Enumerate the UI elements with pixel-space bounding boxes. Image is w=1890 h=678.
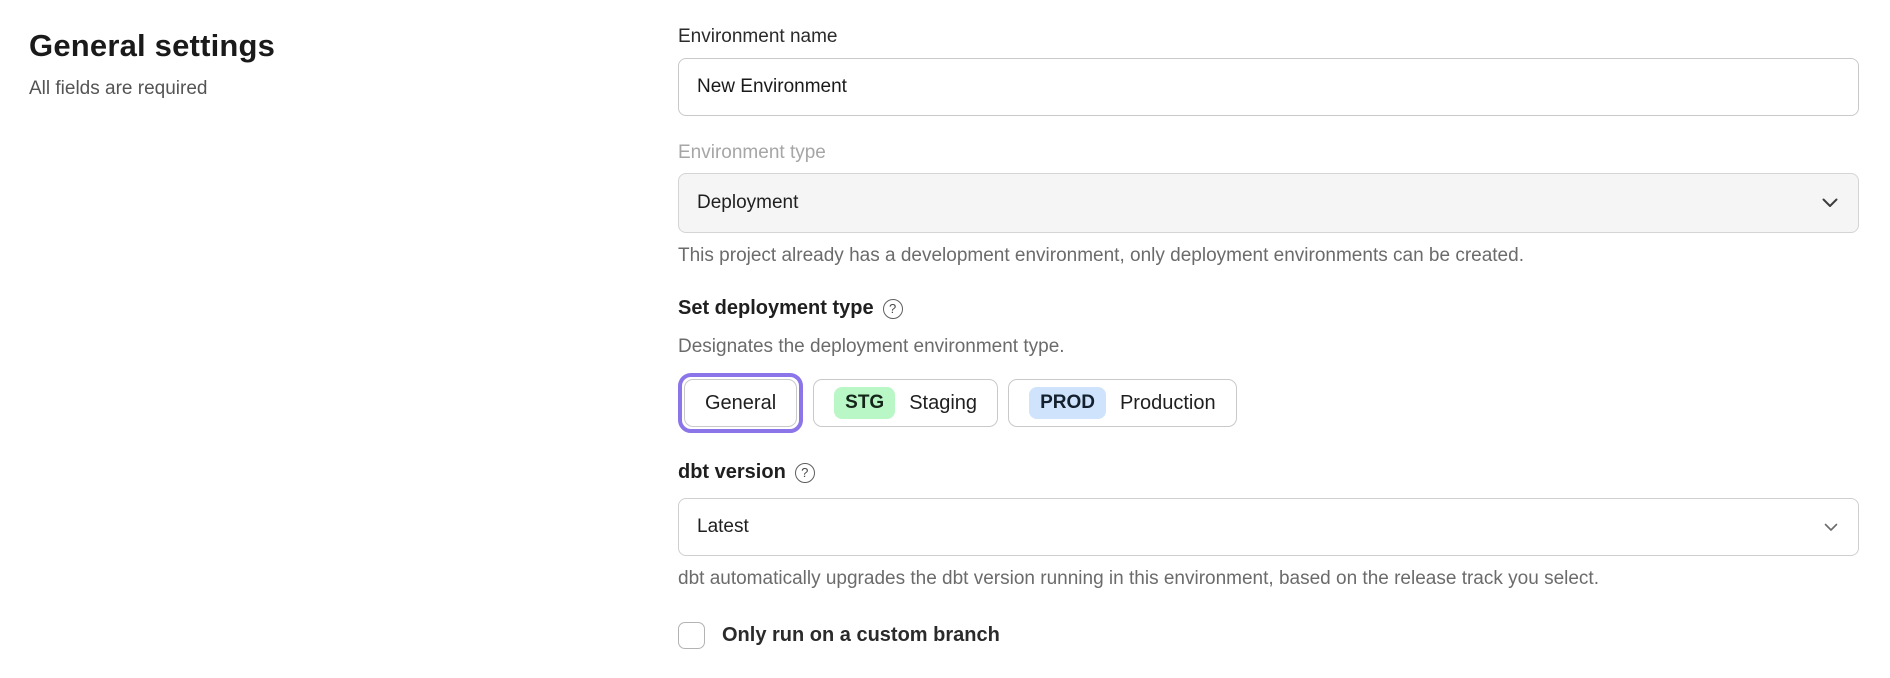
deployment-type-staging-button[interactable]: STG Staging xyxy=(813,379,999,427)
chevron-down-icon xyxy=(1824,523,1838,532)
custom-branch-checkbox[interactable] xyxy=(678,622,705,649)
page-subtitle: All fields are required xyxy=(29,78,208,99)
dbt-version-heading-label: dbt version xyxy=(678,461,786,483)
dbt-version-heading: dbt version ? xyxy=(678,461,1859,484)
environment-type-select[interactable]: Deployment xyxy=(678,173,1859,233)
dbt-version-value: Latest xyxy=(697,516,749,537)
deployment-type-heading-label: Set deployment type xyxy=(678,297,874,319)
environment-type-label: Environment type xyxy=(678,142,826,163)
deployment-type-options: General STG Staging PROD Production xyxy=(678,373,1859,433)
deployment-type-production-label: Production xyxy=(1119,391,1216,414)
deployment-type-general-button[interactable]: General xyxy=(684,379,798,427)
dbt-version-helper: dbt automatically upgrades the dbt versi… xyxy=(678,568,1599,589)
deployment-type-general-label: General xyxy=(705,391,777,414)
deployment-type-staging-label: Staging xyxy=(909,391,978,414)
selected-option-ring: General xyxy=(678,373,804,433)
deployment-type-production-button[interactable]: PROD Production xyxy=(1008,379,1237,427)
environment-form: Environment name Environment type Deploy… xyxy=(678,0,1859,649)
deployment-type-heading: Set deployment type ? xyxy=(678,297,1859,320)
help-icon[interactable]: ? xyxy=(882,298,903,319)
dbt-version-select[interactable]: Latest xyxy=(678,498,1859,556)
chevron-down-icon xyxy=(1822,198,1838,208)
environment-type-helper: This project already has a development e… xyxy=(678,245,1524,266)
deployment-type-description: Designates the deployment environment ty… xyxy=(678,336,1065,357)
custom-branch-label[interactable]: Only run on a custom branch xyxy=(722,624,1000,646)
staging-badge: STG xyxy=(834,387,896,419)
page-title: General settings xyxy=(29,28,276,63)
help-icon[interactable]: ? xyxy=(794,462,815,483)
custom-branch-row: Only run on a custom branch xyxy=(678,622,1859,649)
environment-type-value: Deployment xyxy=(697,192,799,213)
environment-name-label: Environment name xyxy=(678,26,838,47)
environment-name-input[interactable] xyxy=(678,58,1859,116)
production-badge: PROD xyxy=(1029,387,1106,419)
settings-section-intro: General settings All fields are required xyxy=(29,28,649,100)
